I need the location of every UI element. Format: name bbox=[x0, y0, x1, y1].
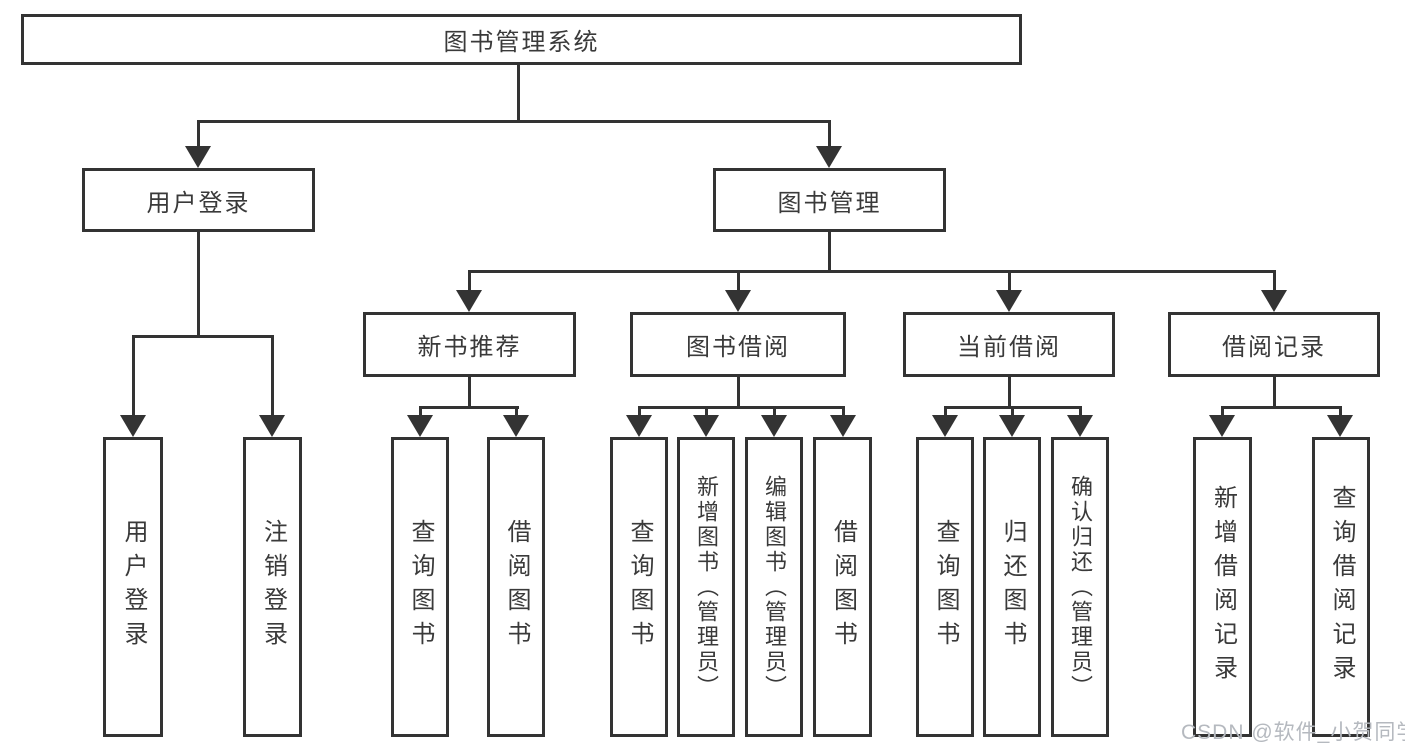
arrow-down-icon bbox=[693, 415, 719, 437]
connector-drop bbox=[773, 406, 776, 415]
leaf-label: 查询图书 bbox=[407, 519, 434, 655]
connector-drop bbox=[705, 406, 708, 415]
connector-drop bbox=[1221, 406, 1224, 415]
connector-drop bbox=[419, 406, 422, 415]
connector-book-mgmt-split bbox=[468, 270, 1276, 273]
arrow-down-icon bbox=[830, 415, 856, 437]
connector-drop bbox=[197, 120, 200, 148]
leaf-query-borrow-record: 查询借阅记录 bbox=[1312, 437, 1370, 737]
leaf-borrow-books-recommend: 借阅图书 bbox=[487, 437, 545, 737]
connector-drop bbox=[1079, 406, 1082, 415]
connector-root-stem bbox=[517, 65, 520, 120]
leaf-confirm-return-admin: 确认归还（管理员） bbox=[1051, 437, 1109, 737]
arrow-down-icon bbox=[1209, 415, 1235, 437]
leaf-label: 编辑图书（管理员） bbox=[762, 474, 787, 700]
arrow-down-icon bbox=[1327, 415, 1353, 437]
connector-root-split bbox=[197, 120, 831, 123]
node-borrowing-records: 借阅记录 bbox=[1168, 312, 1380, 377]
node-label: 用户登录 bbox=[146, 189, 251, 217]
connector-drop bbox=[842, 406, 845, 415]
node-label: 借阅记录 bbox=[1222, 334, 1326, 361]
connector-drop bbox=[944, 406, 947, 415]
connector-drop bbox=[1339, 406, 1342, 415]
leaf-query-books-recommend: 查询图书 bbox=[391, 437, 449, 737]
connector-group-stem bbox=[468, 377, 471, 406]
node-book-borrowing: 图书借阅 bbox=[630, 312, 846, 377]
connector-drop bbox=[828, 120, 831, 148]
connector-drop bbox=[271, 335, 274, 415]
arrow-down-icon bbox=[503, 415, 529, 437]
leaf-label: 新增图书（管理员） bbox=[694, 474, 719, 700]
connector-drop bbox=[1008, 270, 1011, 290]
arrow-down-icon bbox=[456, 290, 482, 312]
connector-drop bbox=[468, 270, 471, 290]
connector-group-split bbox=[638, 406, 845, 409]
node-label: 图书管理 bbox=[777, 189, 882, 217]
node-label: 图书管理系统 bbox=[443, 29, 600, 56]
connector-group-stem bbox=[1008, 377, 1011, 406]
leaf-label: 查询借阅记录 bbox=[1328, 485, 1355, 689]
arrow-down-icon bbox=[999, 415, 1025, 437]
leaf-query-books-current: 查询图书 bbox=[916, 437, 974, 737]
node-root-library-management-system: 图书管理系统 bbox=[21, 14, 1022, 65]
leaf-label: 归还图书 bbox=[999, 519, 1026, 655]
leaf-label: 查询图书 bbox=[626, 519, 653, 655]
node-label: 当前借阅 bbox=[957, 334, 1061, 361]
node-current-borrowing: 当前借阅 bbox=[903, 312, 1115, 377]
leaf-user-login: 用户登录 bbox=[103, 437, 163, 737]
connector-group-split bbox=[419, 406, 519, 409]
leaf-borrow-books: 借阅图书 bbox=[813, 437, 872, 737]
connector-book-mgmt-stem bbox=[828, 232, 831, 270]
leaf-label: 确认归还（管理员） bbox=[1068, 474, 1093, 700]
node-user-login: 用户登录 bbox=[82, 168, 315, 232]
leaf-query-books-borrowing: 查询图书 bbox=[610, 437, 668, 737]
connector-group-split bbox=[1221, 406, 1342, 409]
connector-group-stem bbox=[1273, 377, 1276, 406]
arrow-down-icon bbox=[816, 146, 842, 168]
node-new-book-recommendation: 新书推荐 bbox=[363, 312, 576, 377]
leaf-label: 新增借阅记录 bbox=[1209, 485, 1237, 689]
leaf-add-books-admin: 新增图书（管理员） bbox=[677, 437, 735, 737]
node-label: 图书借阅 bbox=[686, 334, 790, 361]
csdn-watermark: CSDN @软件_小贺同学 bbox=[1181, 721, 1405, 744]
connector-user-login-stem bbox=[197, 232, 200, 335]
leaf-add-borrow-record: 新增借阅记录 bbox=[1193, 437, 1252, 737]
arrow-down-icon bbox=[761, 415, 787, 437]
leaf-label: 用户登录 bbox=[120, 519, 147, 655]
connector-drop bbox=[1273, 270, 1276, 290]
arrow-down-icon bbox=[932, 415, 958, 437]
arrow-down-icon bbox=[725, 290, 751, 312]
connector-drop bbox=[1011, 406, 1014, 415]
connector-drop bbox=[515, 406, 518, 415]
arrow-down-icon bbox=[120, 415, 146, 437]
arrow-down-icon bbox=[259, 415, 285, 437]
connector-drop bbox=[737, 270, 740, 290]
leaf-edit-books-admin: 编辑图书（管理员） bbox=[745, 437, 803, 737]
leaf-label: 查询图书 bbox=[932, 519, 959, 655]
arrow-down-icon bbox=[185, 146, 211, 168]
arrow-down-icon bbox=[626, 415, 652, 437]
connector-user-login-split bbox=[132, 335, 274, 338]
leaf-label: 借阅图书 bbox=[829, 519, 857, 655]
leaf-return-books: 归还图书 bbox=[983, 437, 1041, 737]
arrow-down-icon bbox=[1261, 290, 1287, 312]
arrow-down-icon bbox=[996, 290, 1022, 312]
node-label: 新书推荐 bbox=[417, 334, 522, 361]
arrow-down-icon bbox=[407, 415, 433, 437]
node-book-management: 图书管理 bbox=[713, 168, 946, 232]
arrow-down-icon bbox=[1067, 415, 1093, 437]
connector-drop bbox=[132, 335, 135, 415]
leaf-logout: 注销登录 bbox=[243, 437, 302, 737]
connector-drop bbox=[638, 406, 641, 415]
leaf-label: 借阅图书 bbox=[503, 519, 530, 655]
connector-group-stem bbox=[737, 377, 740, 406]
leaf-label: 注销登录 bbox=[259, 519, 287, 655]
